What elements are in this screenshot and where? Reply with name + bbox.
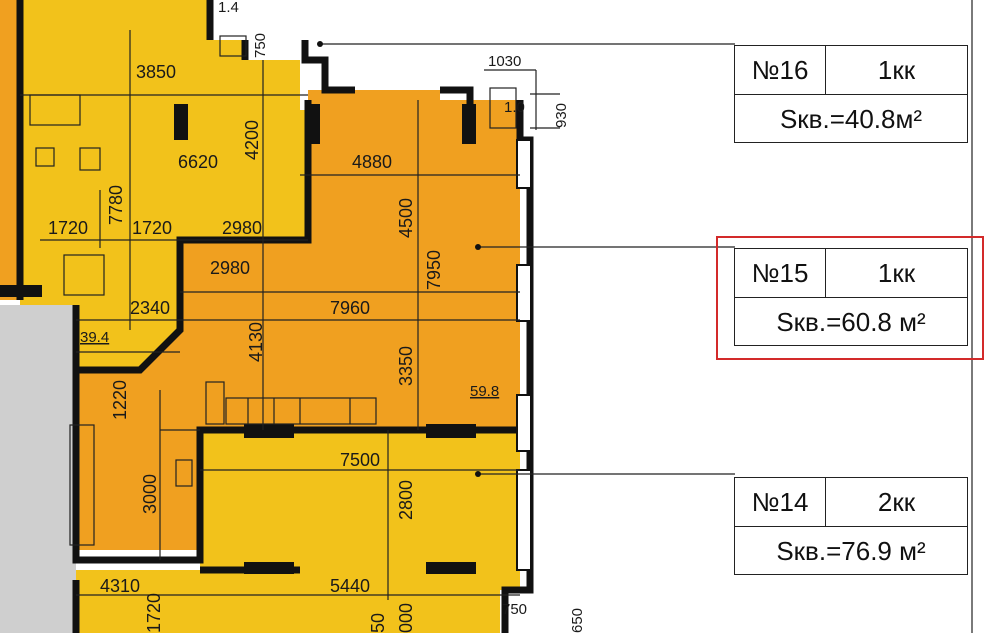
dim-label: 6620 [178,152,218,172]
dim-label: 930 [553,103,570,128]
apartment-area: Sкв.=60.8 м² [776,306,926,337]
apartment-number: №16 [735,46,826,94]
dim-label: 2980 [222,218,262,238]
apartment-rooms: 2кк [877,486,916,517]
wall-blocks [0,104,476,574]
dim-label: 7950 [424,250,444,290]
dim-label: 1.4 [218,0,239,16]
dim-label: 4130 [246,322,266,362]
dim-label: 50 [368,613,388,633]
apartment-card-14: №14 2кк Sкв.=76.9 м² [734,477,968,575]
apartment-rooms: 1кк [877,54,916,85]
dimension-labels: 1.4 750 3850 1030 930 1.0 6620 4200 4880… [48,0,586,633]
apartment-14-floor [76,430,520,633]
selected-apartment-highlight [716,236,984,360]
dim-label: 1030 [488,53,521,70]
dim-label: 4310 [100,576,140,596]
dim-label: 000 [396,603,416,633]
dim-label: 1.0 [504,99,525,116]
dim-label: 4880 [352,152,392,172]
dim-label: 7500 [340,450,380,470]
apartment-16-floor [20,0,308,370]
walls [16,0,534,633]
dim-label: 2800 [396,480,416,520]
windows [516,139,532,571]
apartment-card-15: №15 1кк Sкв.=60.8 м² [734,248,968,346]
dim-label: 4200 [242,120,262,160]
dim-label: 3850 [136,62,176,82]
dim-label: 750 [252,33,269,58]
dim-label: 750 [502,601,527,618]
dim-label: 650 [569,608,586,633]
left-room-strip [0,0,20,300]
dim-label: 7960 [330,298,370,318]
leader-dots [317,41,481,477]
apartment-rooms: 1кк [877,257,916,288]
dim-label: 1720 [132,218,172,238]
apartment-area: Sкв.=76.9 м² [776,535,926,566]
dim-label: 3350 [396,346,416,386]
apartment-card-16: №16 1кк Sкв.=40.8м² [734,45,968,143]
dim-label: 3000 [140,474,160,514]
corridor-area [0,305,76,633]
room-area-label: 59.8 [470,383,499,400]
dim-label: 1720 [48,218,88,238]
kitchen-units [29,35,517,546]
apartment-area: Sкв.=40.8м² [779,103,923,134]
apartment-number: №15 [735,249,826,297]
dim-label: 1720 [144,593,164,633]
dim-label: 1220 [110,380,130,420]
dim-label: 2340 [130,298,170,318]
room-area-label: 39.4 [80,329,109,346]
dim-label: 4500 [396,198,416,238]
dim-label: 7780 [106,185,126,225]
apartment-number: №14 [735,478,826,526]
dim-label: 2980 [210,258,250,278]
dim-label: 5440 [330,576,370,596]
